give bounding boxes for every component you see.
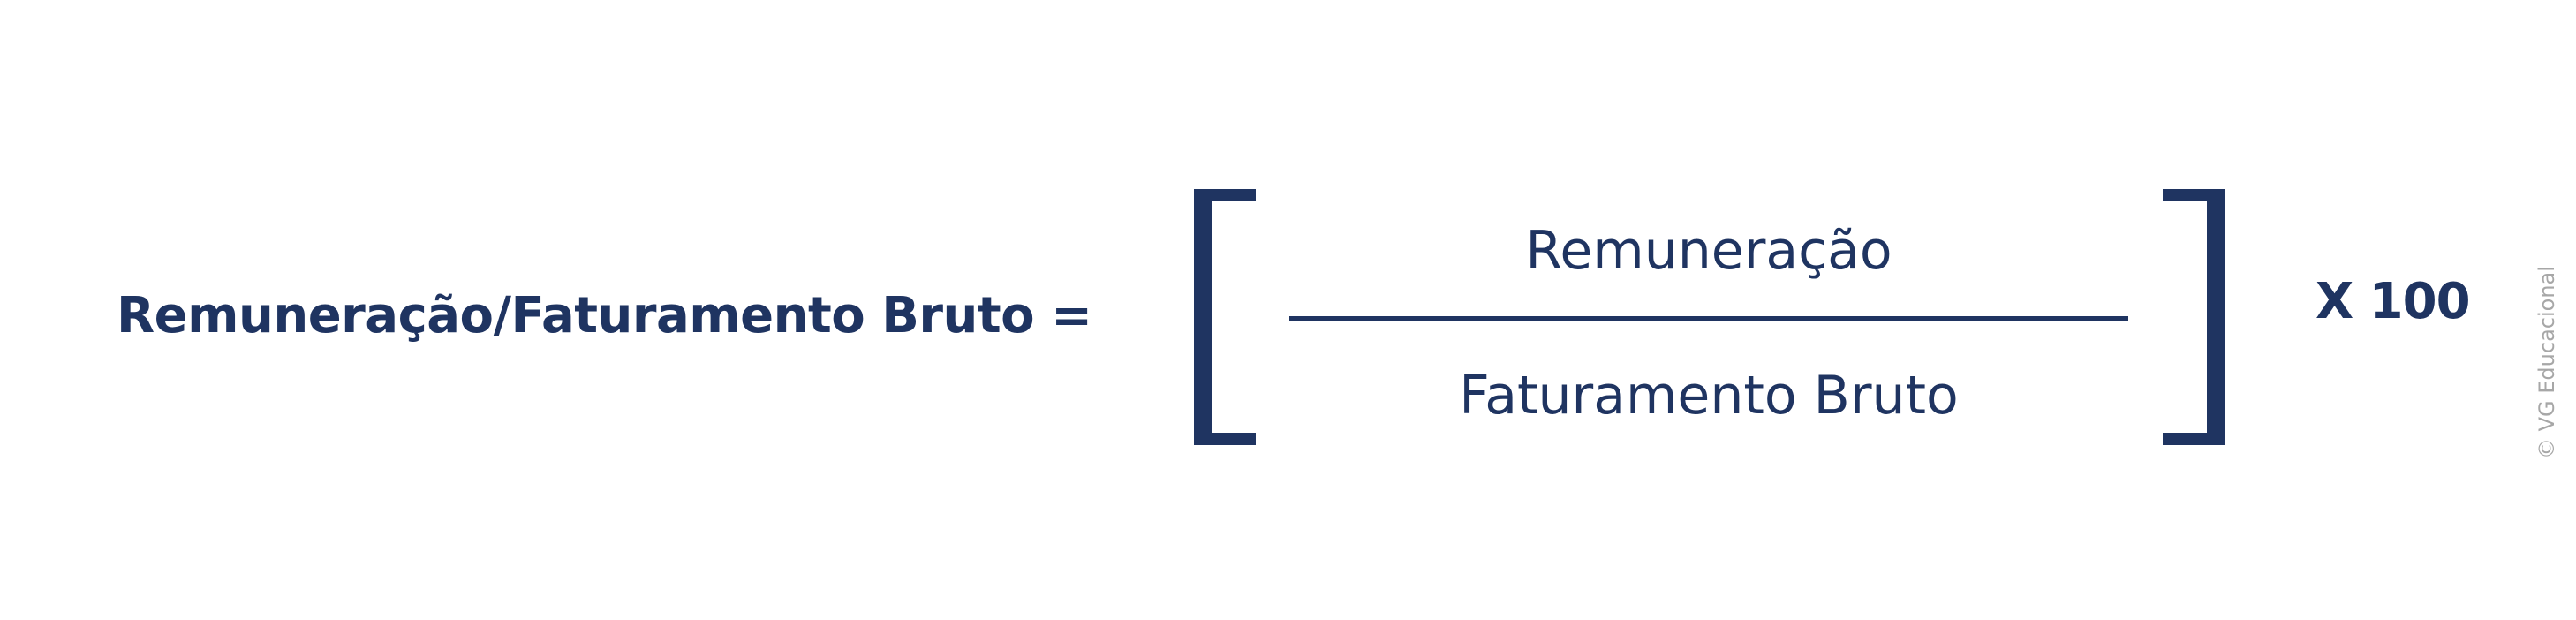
fraction-denominator: Faturamento Bruto: [1459, 365, 1959, 427]
fraction-numerator: Remuneração: [1525, 220, 1892, 282]
copyright-watermark: © VG Educacional: [2534, 266, 2559, 459]
multiplier: X 100: [2315, 273, 2471, 330]
right-bracket: [2163, 189, 2225, 445]
left-bracket: [1194, 189, 1256, 445]
fraction: Remuneração Faturamento Bruto: [1289, 212, 2128, 442]
formula-left-hand-side: Remuneração/Faturamento Bruto =: [117, 287, 1092, 344]
fraction-bar: [1289, 316, 2128, 321]
